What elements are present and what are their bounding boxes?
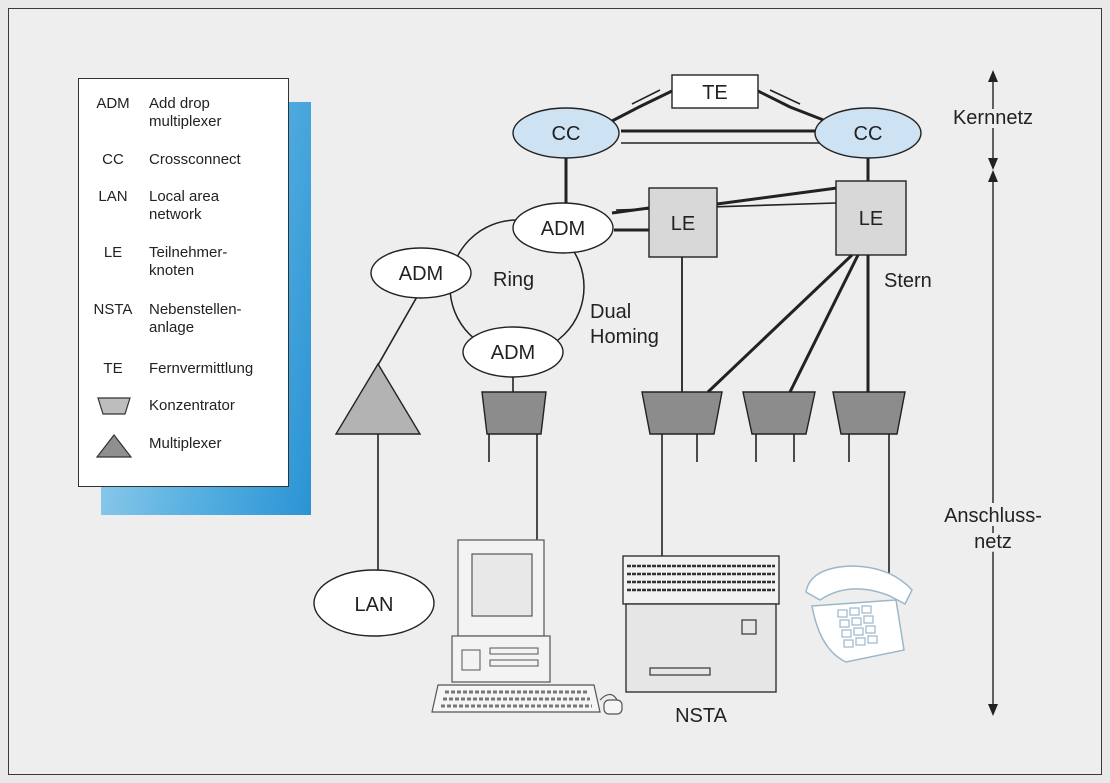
cc-left-label: CC [552,123,581,145]
cc-right-label: CC [854,123,883,145]
adm-node-bottom [462,326,564,378]
lan-label: LAN [355,594,394,616]
te-label: TE [702,82,728,104]
legend-abbr: TE [103,360,123,377]
adm-node-top [512,202,614,254]
te-node [671,74,759,109]
legend-desc: Teilnehmer-knoten [149,244,228,279]
adm-node-left [370,247,472,299]
trapezoid-icon [97,397,131,415]
dual-homing-label-2: Homing [590,326,659,348]
te-link-right-b [769,89,801,105]
stern-link-1 [706,253,854,394]
adm-bottom-label: ADM [491,342,535,364]
concentrator-2 [641,391,723,435]
triangle-icon [95,434,133,458]
legend-abbr: LE [103,244,123,261]
le-le-link [716,186,838,206]
legend-abbr: NSTA [93,301,133,318]
legend-desc: Crossconnect [149,151,241,168]
stern-label: Stern [884,270,932,292]
arrow-head-down [988,158,998,170]
adm-left-label: ADM [399,263,443,285]
concentrator-4 [832,391,906,435]
le-left-label: LE [671,213,695,235]
legend-abbr: LAN [98,188,128,205]
te-link-left [611,89,673,123]
le-node-left [648,187,718,258]
nsta-label: NSTA [675,705,728,727]
legend-desc: Konzentrator [149,397,235,414]
cc-node-right [814,107,922,159]
adm-mux-link [377,294,419,366]
arrow-head-up [988,170,998,182]
stern-link-2 [788,254,860,393]
pbx-icon [622,555,780,693]
multiplexer-triangle [334,362,422,435]
telephone-icon [805,565,913,663]
legend-desc: Nebenstellen-anlage [149,301,242,336]
legend-desc: Fernvermittlung [149,360,254,377]
arrow-head-up [988,70,998,82]
ring-label: Ring [493,269,534,291]
anschlussnetz-label-1: Anschluss- [944,505,1042,527]
le-right-label: LE [859,208,883,230]
concentrator-1 [481,391,547,435]
concentrator-3 [742,391,816,435]
te-link-left-b [631,89,661,105]
cc-node-left [512,107,620,159]
legend-abbr: ADM [96,95,130,112]
kernnetz-label: Kernnetz [953,107,1033,129]
arrow-head-down [988,704,998,716]
legend-desc: Multiplexer [149,435,222,452]
le-node-right [835,180,907,256]
computer-icon [431,539,623,715]
anschlussnetz-label-2: netz [974,531,1012,553]
lan-node [313,569,435,637]
adm-top-label: ADM [541,218,585,240]
legend-abbr: CC [102,151,124,168]
dual-homing-label-1: Dual [590,301,631,323]
te-link-right [757,89,827,123]
